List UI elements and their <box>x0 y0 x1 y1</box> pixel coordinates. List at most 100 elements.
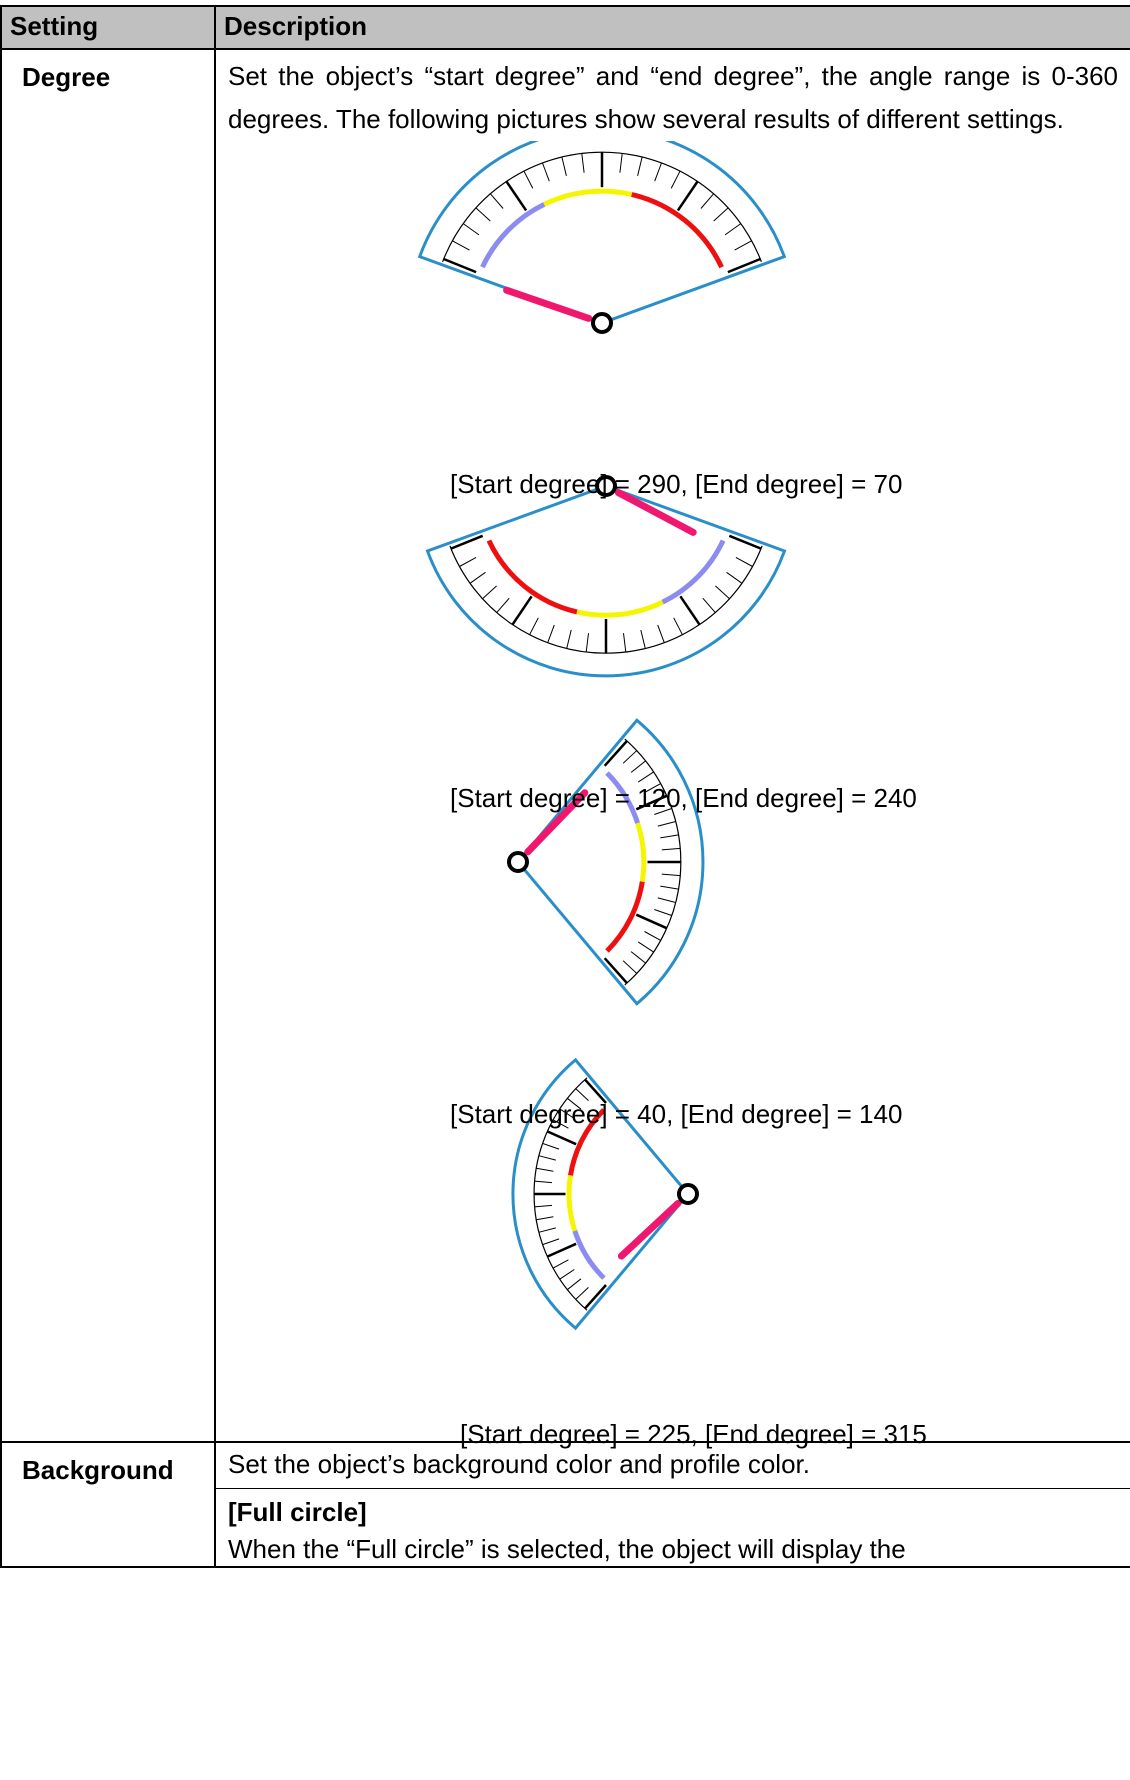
gauge-4-tick <box>536 1216 554 1221</box>
gauge-4-tick <box>536 1167 554 1172</box>
gauge-3-tick <box>661 873 681 877</box>
gauge-1-tick <box>475 207 491 222</box>
gauge-2-tick <box>657 624 665 643</box>
gauge-1-tick <box>637 156 643 177</box>
header-description: Description <box>214 5 1130 50</box>
gauge-4-tick <box>566 1097 582 1110</box>
gauge-2-zone-mid <box>576 599 664 618</box>
gauge-3-zone-high <box>605 881 645 953</box>
gauge-3-needle <box>524 789 589 856</box>
gauge-4-needle <box>617 1200 682 1260</box>
gauge-1-tick <box>490 193 504 209</box>
gauge-layer <box>417 141 787 1331</box>
gauge-4-tick <box>559 1269 575 1280</box>
gauge-4-tick <box>542 1238 560 1246</box>
gauge-2-tick <box>728 534 762 550</box>
gauge-1-needle <box>503 286 593 322</box>
gauge-2-tick <box>726 571 743 584</box>
degree-figures: [Start degree] = 290, [End degree] = 70 … <box>216 141 1130 1449</box>
gauge-2-tick <box>547 624 555 643</box>
gauge-4-zone-low <box>572 1229 606 1280</box>
gauge-2-zone-low <box>661 539 726 605</box>
gauge-1-outline <box>417 141 787 325</box>
background-description-cell: Set the object’s background color and pr… <box>214 1441 1130 1568</box>
gauge-3-tick <box>644 783 661 793</box>
gauge-2-tick <box>469 571 486 584</box>
gauge-2-tick <box>511 595 533 626</box>
gauge-figures-svg <box>417 141 787 1331</box>
gauge-3-pivot <box>507 851 529 873</box>
gauge-3-tick <box>603 740 628 767</box>
gauge-1-tick <box>452 240 470 251</box>
gauge-4-tick <box>575 1287 589 1300</box>
gauge-2-tick <box>529 617 539 635</box>
gauge-2-needle <box>614 489 697 536</box>
full-circle-description: When the “Full circle” is selected, the … <box>228 1534 906 1564</box>
gauge-3-tick <box>635 913 668 930</box>
gauge-1-tick <box>734 240 752 251</box>
gauge-2-tick <box>585 633 589 653</box>
gauge-3-tick <box>635 794 668 811</box>
gauge-3-tick <box>622 750 638 764</box>
gauge-4-outline <box>511 1057 690 1331</box>
gauge-2-tick <box>623 633 627 653</box>
gauge-1-tick <box>724 223 742 236</box>
gauge-1-tick <box>676 180 699 212</box>
gauge-2-tick <box>482 585 497 600</box>
gauge-2-tick <box>450 534 484 550</box>
gauge-1-zone-high <box>631 192 724 269</box>
gauge-3-tick <box>603 957 628 984</box>
header-setting: Setting <box>0 5 216 50</box>
gauge-4-tick <box>538 1155 556 1161</box>
gauge-3-tick <box>630 760 646 773</box>
gauge-2-tick <box>459 556 477 567</box>
table-header-row: Setting Description <box>0 5 1130 50</box>
gauge-3-tick <box>657 897 676 903</box>
caption-example-4: [Start degree] = 225, [End degree] = 315 <box>460 1419 927 1449</box>
gauge-2-tick <box>496 597 510 613</box>
gauge-4-tick <box>538 1227 556 1233</box>
gauge-3-tick <box>622 960 638 974</box>
gauge-3-zone-low <box>605 771 640 824</box>
gauge-2-tick <box>715 585 730 600</box>
gauge-1-tick <box>561 156 567 177</box>
caption-example-1: [Start degree] = 290, [End degree] = 70 <box>450 469 903 499</box>
gauge-1-tick <box>619 153 623 173</box>
gauge-4-tick <box>542 1142 560 1150</box>
gauge-1-tick <box>713 207 729 222</box>
gauge-1-tick <box>443 257 477 274</box>
gauge-2-tick <box>640 629 646 649</box>
gauge-4-zone-high <box>568 1108 606 1176</box>
gauge-4-tick <box>575 1088 589 1101</box>
gauge-2-tick <box>673 617 683 635</box>
degree-description-cell: Set the object’s “start degree” and “end… <box>214 48 1130 1449</box>
gauge-3-outline <box>516 718 705 1006</box>
gauge-1-tick <box>523 170 534 189</box>
gauge-4-tick <box>566 1278 582 1291</box>
gauge-1-pivot <box>591 312 613 334</box>
gauge-1-tick <box>670 170 681 189</box>
gauge-3-tick <box>660 885 679 890</box>
gauge-1-tick <box>654 162 662 182</box>
gauge-3-tick <box>630 951 646 964</box>
gauge-4-tick <box>559 1108 575 1119</box>
gauge-4-tick <box>534 1204 553 1208</box>
gauge-2-pivot <box>595 475 617 497</box>
background-description: Set the object’s background color and pr… <box>216 1443 1130 1489</box>
gauge-2-outline <box>425 484 787 678</box>
gauge-2-tick <box>679 595 701 626</box>
gauge-4-tick <box>584 1078 607 1104</box>
gauge-3-tick <box>654 808 672 815</box>
gauge-1-tick <box>727 257 761 274</box>
gauge-3-tick <box>654 909 672 916</box>
gauge-4-tick <box>552 1259 569 1269</box>
gauge-4-tick <box>546 1242 577 1258</box>
gauge-4-zone-mid <box>566 1175 578 1232</box>
gauge-4-tick <box>552 1119 569 1129</box>
full-circle-title: [Full circle] <box>228 1497 367 1527</box>
gauge-1-tick <box>462 223 480 236</box>
gauge-1-tick <box>581 153 585 173</box>
settings-table: Setting Description Degree Set the objec… <box>0 5 1130 1568</box>
setting-degree-label: Degree <box>0 48 216 1443</box>
